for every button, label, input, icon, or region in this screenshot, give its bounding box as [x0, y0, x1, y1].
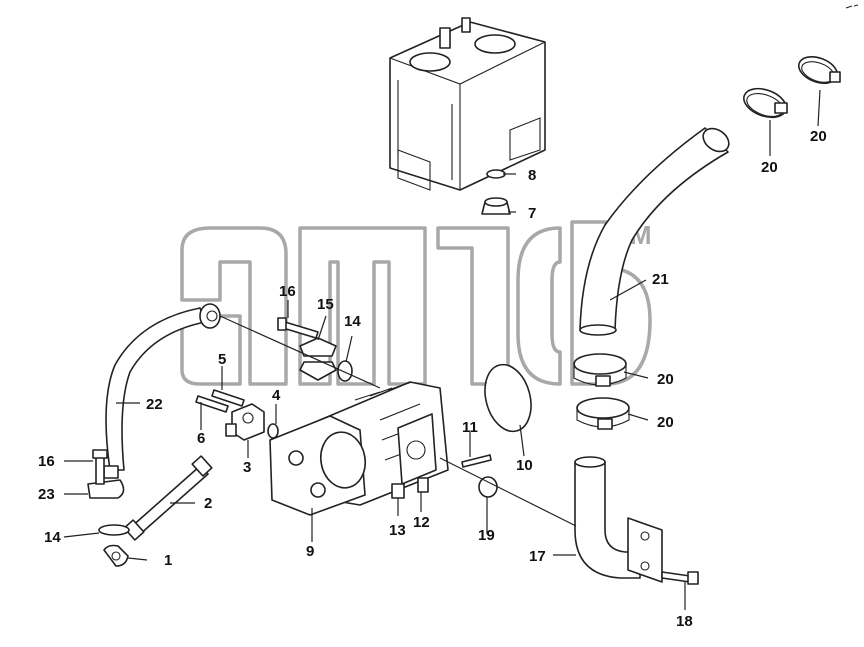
callout-22: 22 [146, 396, 163, 413]
drain-plug-7 [481, 197, 511, 215]
callout-16-lower: 16 [38, 453, 55, 470]
callout-16-upper: 16 [279, 283, 296, 300]
bolt-16-lower [92, 449, 108, 485]
dowel-pin-11 [461, 454, 492, 468]
flange-bolt-18 [661, 571, 699, 585]
callout-4: 4 [272, 387, 281, 404]
fitting-block-3 [225, 403, 265, 441]
split-flange-15 [299, 337, 337, 381]
o-ring-4 [267, 423, 279, 439]
hose-clamp-20-top-left [743, 87, 788, 119]
callout-20-middle: 20 [657, 371, 674, 388]
corner-mark [845, 4, 859, 9]
callout-13: 13 [389, 522, 406, 539]
pressure-hose-22 [103, 303, 221, 479]
hose-clamp-20-lower [576, 397, 630, 430]
callout-20-lower: 20 [657, 414, 674, 431]
hose-2 [123, 455, 213, 541]
callout-11: 11 [462, 419, 478, 436]
o-ring-19 [478, 476, 498, 498]
hydraulic-pump-9 [269, 381, 449, 516]
callout-19: 19 [478, 527, 495, 544]
callout-2: 2 [204, 495, 212, 512]
hose-clamp-20-top-right [797, 56, 841, 84]
callout-21: 21 [652, 271, 669, 288]
o-ring-8 [486, 169, 506, 179]
callout-12: 12 [413, 514, 430, 531]
leader-lines [63, 89, 821, 610]
callout-7: 7 [528, 205, 536, 222]
callout-14-lower: 14 [44, 529, 61, 546]
callout-20-top-right: 20 [810, 128, 827, 145]
callout-3: 3 [243, 459, 251, 476]
suction-hose-21 [579, 127, 730, 336]
bolt-16-upper [277, 317, 319, 339]
callout-labels: 1 2 3 4 5 6 7 8 9 10 11 12 13 14 14 15 1… [38, 128, 827, 630]
clamp-23 [87, 479, 125, 499]
callout-14-upper: 14 [344, 313, 361, 330]
callout-1: 1 [164, 552, 172, 569]
callout-5: 5 [218, 351, 226, 368]
callout-17: 17 [529, 548, 546, 565]
gasket-10 [484, 363, 532, 433]
bolt-6 [195, 395, 229, 413]
hydraulic-tank [389, 17, 546, 191]
callout-23: 23 [38, 486, 55, 503]
o-ring-14-lower [98, 524, 130, 536]
callout-20-top-left: 20 [761, 159, 778, 176]
o-ring-14-upper [337, 360, 353, 382]
callout-6: 6 [197, 430, 205, 447]
callout-9: 9 [306, 543, 314, 560]
suction-pipe-17 [574, 456, 663, 583]
callout-18: 18 [676, 613, 693, 630]
elbow-fitting-1 [103, 544, 129, 567]
callout-15: 15 [317, 296, 334, 313]
callout-10: 10 [516, 457, 533, 474]
callout-8: 8 [528, 167, 536, 184]
bolt-5 [211, 389, 245, 407]
hose-clamp-20-middle [573, 353, 627, 387]
